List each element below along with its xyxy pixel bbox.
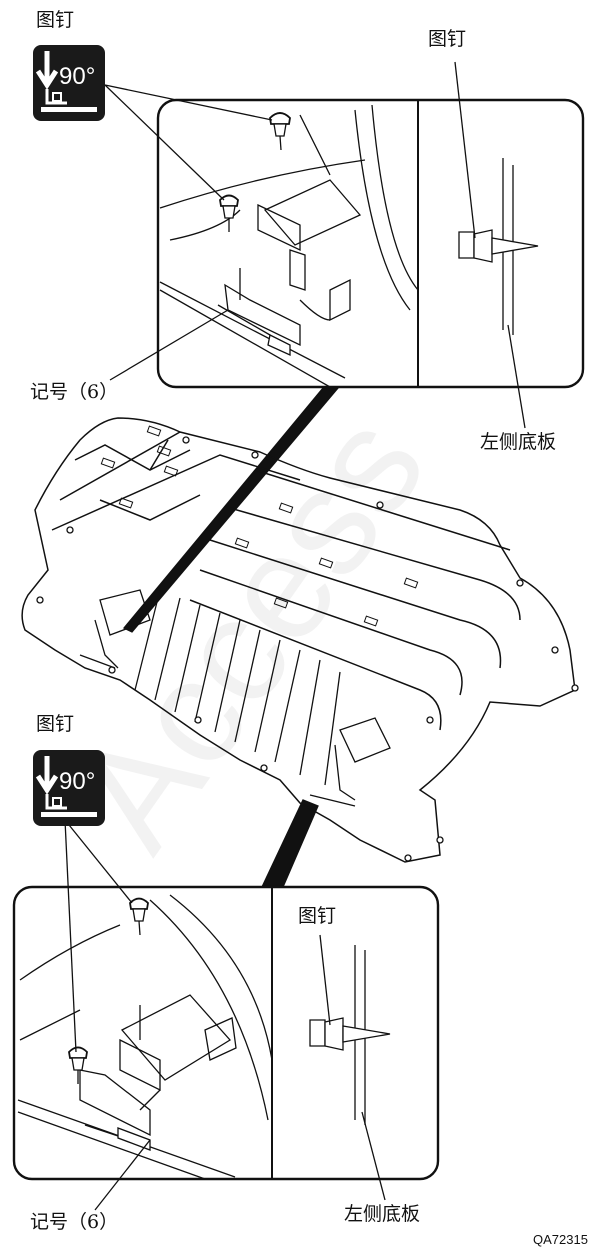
underbody-slots [100, 425, 419, 627]
top-detail-floor-sketch [159, 104, 419, 388]
arrow-down-icon [35, 756, 67, 810]
leader-bottom-mark-label [94, 1139, 151, 1211]
arrow-down-icon [35, 51, 67, 105]
top-sideview-pin [458, 229, 539, 263]
top-90-degree-icon: 90° [33, 45, 105, 121]
bottom-pin-label: 图钉 [298, 905, 337, 927]
top-detail-frame [156, 98, 585, 389]
bottom-callout-connector [260, 799, 319, 888]
leader-bottom-floor-label [361, 1111, 386, 1201]
bottom-mark-label: 记号（6） [30, 1211, 119, 1233]
leader-top-floor-label [507, 324, 526, 429]
leader-top-pin-label [454, 61, 476, 239]
figure-code: QA72315 [533, 1232, 588, 1247]
top-icon-label: 图钉 [36, 9, 75, 31]
leader-bottom-icon-pin1 [64, 819, 133, 904]
bottom-detail-frame [12, 885, 440, 1181]
underbody-left-bracket [79, 589, 151, 669]
icon-divider [41, 812, 97, 817]
bottom-90-degree-icon: 90° [33, 750, 105, 826]
angle-text: 90° [59, 768, 96, 795]
underbody-ribs [134, 589, 341, 786]
angle-text: 90° [59, 63, 96, 90]
leader-top-mark-label [109, 309, 229, 381]
bottom-pin-1 [129, 897, 149, 936]
leader-top-icon-pin2 [104, 84, 225, 201]
underbody-panel [21, 417, 576, 863]
top-detail-bracket [217, 179, 362, 357]
top-pin-label: 图钉 [428, 28, 467, 50]
bottom-pin-2 [68, 1046, 88, 1084]
top-pin-1 [269, 112, 291, 151]
bottom-floor-label: 左侧底板 [344, 1203, 421, 1225]
leader-top-icon-pin1 [104, 84, 273, 121]
leader-bottom-icon-pin2 [64, 819, 77, 1053]
leader-bottom-pin-label [319, 934, 331, 1026]
underbody-holes [36, 436, 579, 862]
bottom-sideview-pin [309, 1017, 391, 1051]
top-callout-connector [122, 387, 340, 633]
bottom-detail-bracket [79, 994, 237, 1151]
icon-divider [41, 107, 97, 112]
bottom-icon-label: 图钉 [36, 713, 75, 735]
top-mark-label: 记号（6） [30, 381, 119, 403]
underbody-right-bracket [309, 717, 391, 807]
top-floor-label: 左侧底板 [480, 431, 557, 453]
